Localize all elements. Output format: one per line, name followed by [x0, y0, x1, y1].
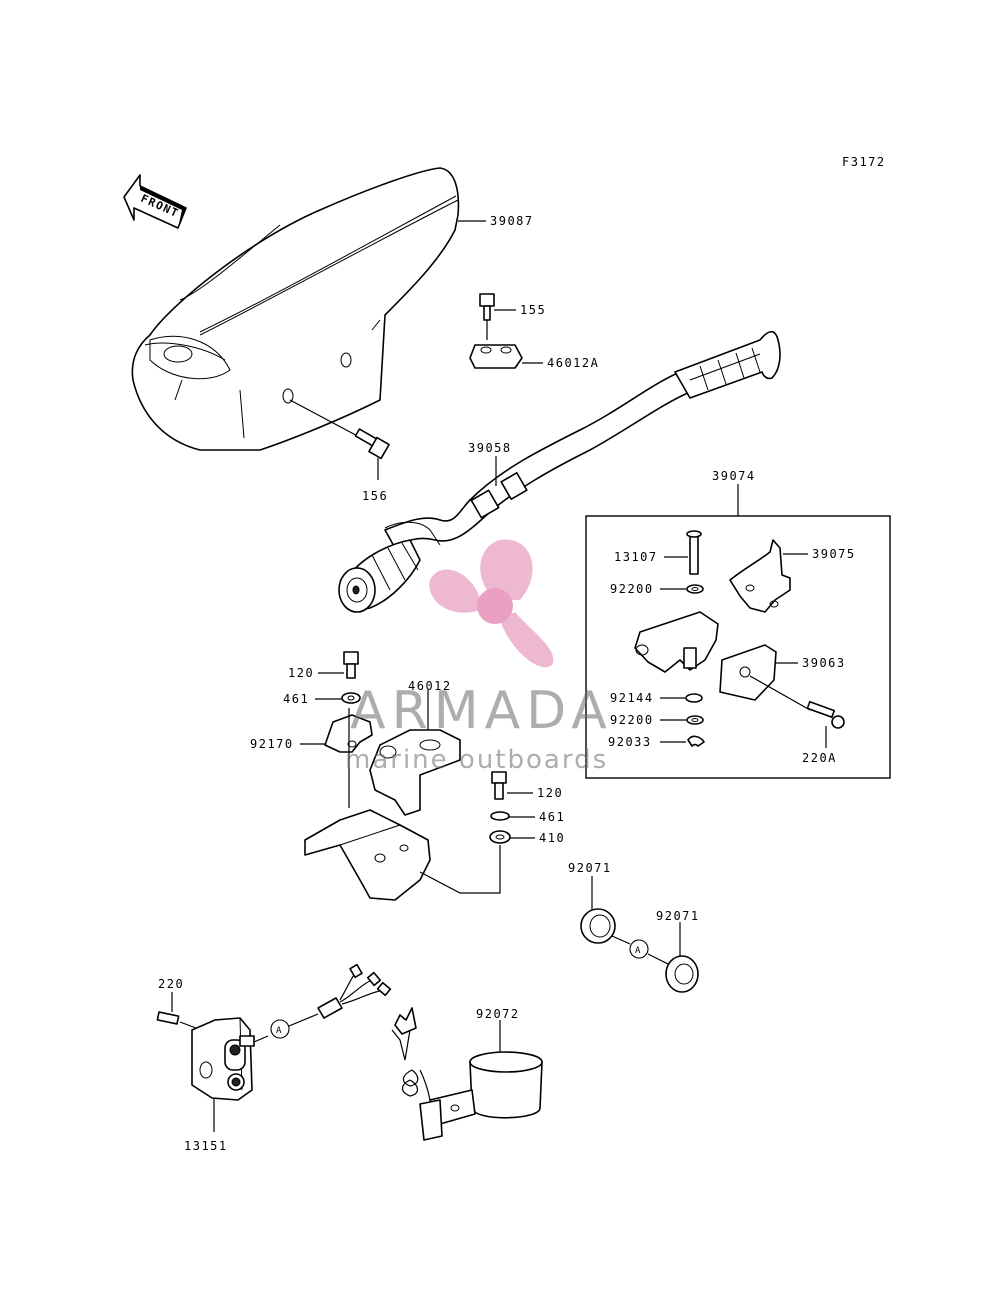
seal-92071-left — [580, 908, 616, 944]
callout-39063: 39063 — [802, 656, 846, 670]
seal-92071-right — [665, 955, 699, 993]
washer-461-left — [341, 692, 361, 704]
callout-410: 410 — [539, 831, 565, 845]
svg-text:A: A — [635, 946, 641, 956]
callout-220a: 220A — [802, 751, 837, 765]
washer-92144 — [685, 693, 703, 703]
screw-220a — [749, 675, 845, 729]
callout-39058: 39058 — [468, 441, 512, 455]
callout-461-right: 461 — [539, 810, 565, 824]
bolt-155 — [479, 293, 495, 340]
callout-92144: 92144 — [610, 691, 654, 705]
throttle-housing — [634, 611, 719, 673]
figure-code: F3172 — [842, 155, 886, 169]
steering-holder-46012 — [304, 729, 461, 901]
callout-120-left: 120 — [288, 666, 314, 680]
lanyard-bracket-92072 — [391, 1007, 543, 1141]
clamp-46012a — [469, 344, 523, 369]
connector-marker-a-left: A — [270, 1019, 290, 1039]
callout-92071-right: 92071 — [656, 909, 700, 923]
svg-text:A: A — [276, 1026, 282, 1036]
callout-39087: 39087 — [490, 214, 534, 228]
screw-220 — [156, 1011, 197, 1029]
callout-39074: 39074 — [712, 469, 756, 483]
callout-92200-lower: 92200 — [610, 713, 654, 727]
callout-155: 155 — [520, 303, 546, 317]
callout-461-left: 461 — [283, 692, 309, 706]
callout-13107: 13107 — [614, 550, 658, 564]
front-arrow-icon: FRONT — [123, 174, 187, 229]
callout-13151: 13151 — [184, 1139, 228, 1153]
callout-39075: 39075 — [812, 547, 856, 561]
washer-92200-upper — [686, 584, 704, 594]
throttle-case-39063 — [719, 644, 777, 701]
throttle-pin-13107 — [686, 530, 702, 575]
washer-92200-lower — [686, 715, 704, 725]
bolt-120-left — [343, 651, 359, 679]
bolt-120-right — [491, 771, 507, 800]
connector-marker-a-right: A — [629, 939, 649, 959]
callout-120-right: 120 — [537, 786, 563, 800]
callout-46012a: 46012A — [547, 356, 599, 370]
callout-156: 156 — [362, 489, 388, 503]
propeller-logo-icon — [429, 539, 554, 668]
callout-92033: 92033 — [608, 735, 652, 749]
handlebar — [338, 330, 781, 613]
throttle-lever-39075 — [729, 539, 791, 613]
clip-92033 — [687, 735, 705, 747]
callout-92170: 92170 — [250, 737, 294, 751]
armada-watermark: ARMADA marine outboards — [345, 539, 613, 775]
handle-pole-cover — [131, 167, 460, 451]
screw-156 — [289, 399, 390, 460]
washer-410 — [489, 830, 511, 844]
callout-92200-upper: 92200 — [610, 582, 654, 596]
watermark-brand: ARMADA — [350, 681, 613, 741]
callout-92071-left: 92071 — [568, 861, 612, 875]
wire-harness — [288, 963, 392, 1027]
callout-220: 220 — [158, 977, 184, 991]
stop-switch-13151 — [191, 1017, 269, 1101]
callout-46012: 46012 — [408, 679, 452, 693]
callout-92072: 92072 — [476, 1007, 520, 1021]
washer-461-right — [490, 811, 510, 821]
watermark-tagline: marine outboards — [345, 745, 608, 775]
